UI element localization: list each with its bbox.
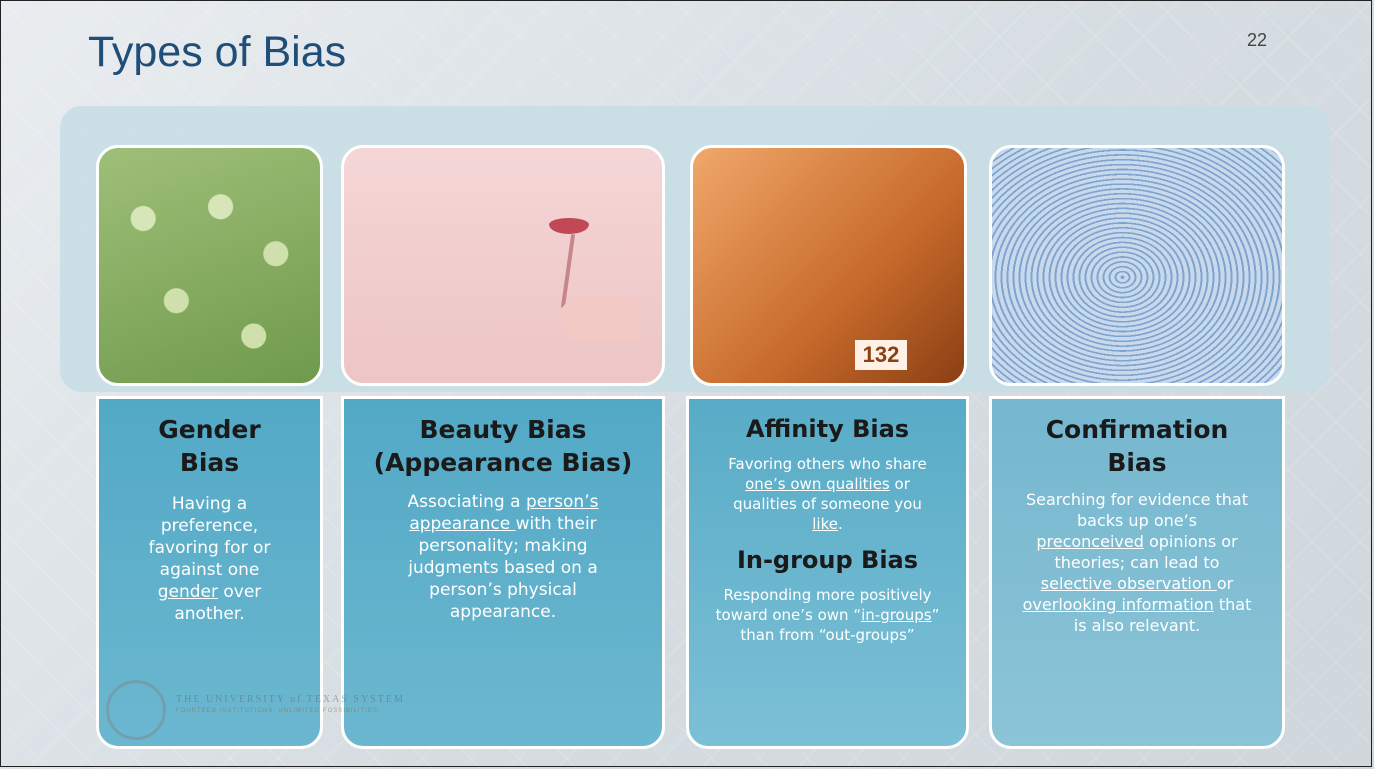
card-confirmation-bias: Confirmation Bias Searching for evidence… <box>989 396 1285 749</box>
stick <box>560 234 576 308</box>
card-body: Associating a person’s appearance with t… <box>407 492 599 622</box>
underlined-term: gender <box>157 582 218 602</box>
underlined-term: selective observation <box>1040 574 1217 593</box>
lips-icon <box>549 218 589 234</box>
logo-tagline: FOURTEEN INSTITUTIONS. UNLIMITED POSSIBI… <box>176 708 381 714</box>
card-body: Favoring others who share one’s own qual… <box>728 455 927 533</box>
card-heading: Affinity Bias <box>745 415 910 443</box>
card-heading: Beauty Bias (Appearance Bias) <box>373 415 633 477</box>
underlined-term: person’s appearance <box>409 492 599 534</box>
card-heading: Confirmation Bias <box>1045 415 1229 477</box>
underlined-term: one’s own qualities <box>745 475 890 493</box>
ut-system-logo: THE UNIVERSITY of TEXAS SYSTEM FOURTEEN … <box>100 680 403 744</box>
athletes-hug-image: 132 <box>690 145 967 386</box>
card-beauty-bias: Beauty Bias (Appearance Bias) Associatin… <box>341 396 665 749</box>
card-heading: Gender Bias <box>158 415 261 477</box>
gender-crowd-image <box>96 145 323 386</box>
card-body-2: Responding more positively toward one’s … <box>715 586 940 644</box>
seal-icon <box>106 680 166 740</box>
fingerprint-image <box>989 145 1285 386</box>
card-body: Searching for evidence that backs up one… <box>1022 490 1252 635</box>
logo-name: THE UNIVERSITY of TEXAS SYSTEM <box>176 694 405 705</box>
lips-on-stick-image <box>341 145 665 386</box>
card-heading-2: In-group Bias <box>736 546 919 574</box>
underlined-term: overlooking information <box>1022 595 1214 614</box>
card-affinity-bias: Affinity Bias Favoring others who share … <box>686 396 969 749</box>
underlined-term: in-groups <box>861 606 932 624</box>
underlined-term: like <box>812 515 838 533</box>
page-number: 22 <box>1247 30 1268 50</box>
hand <box>560 298 640 342</box>
underlined-term: preconceived <box>1036 532 1144 551</box>
slide-title: Types of Bias <box>88 28 347 76</box>
card-body: Having a preference, favoring for or aga… <box>148 494 271 624</box>
runner-number: 132 <box>855 340 907 370</box>
